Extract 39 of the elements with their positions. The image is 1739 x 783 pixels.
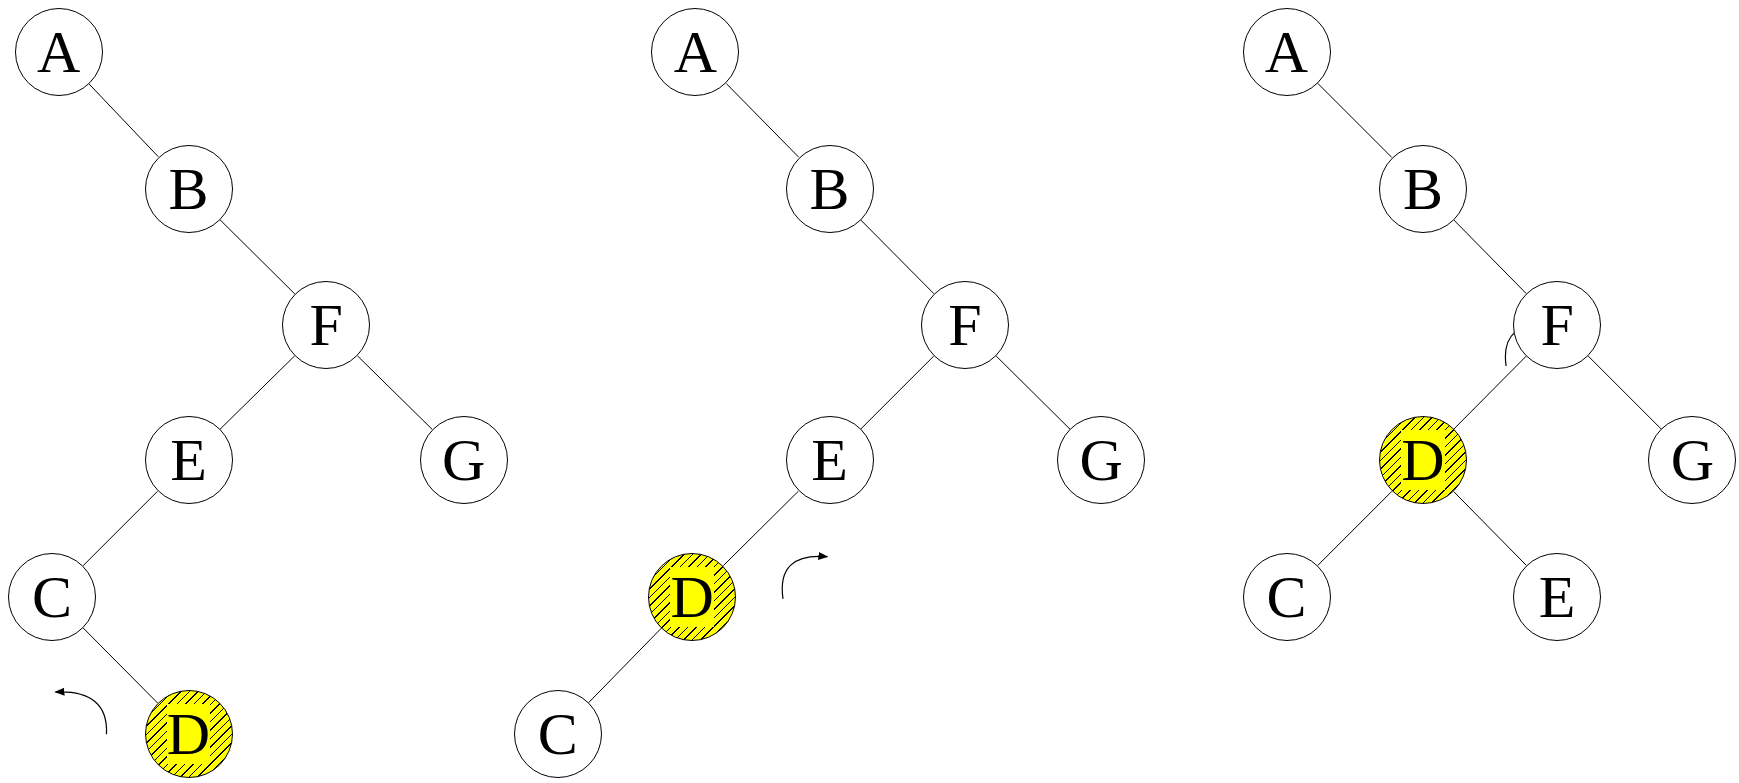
tree-edge	[82, 627, 159, 704]
tree-edge	[219, 355, 296, 430]
node-letter: D	[166, 704, 211, 765]
node-letter: G	[1079, 430, 1123, 491]
node-letter: A	[37, 22, 81, 83]
tree-edge	[219, 219, 296, 295]
node-letter: C	[1266, 566, 1307, 627]
tree-edge	[82, 490, 158, 567]
tree-edge	[588, 627, 662, 704]
node-letter: D	[1401, 430, 1445, 491]
node-letter: B	[1402, 158, 1443, 219]
tree-edge	[1453, 355, 1527, 430]
node-letter: A	[1264, 22, 1309, 83]
tree-edge	[860, 219, 935, 295]
tree-edge	[1587, 355, 1662, 430]
node-letter: F	[1540, 294, 1574, 355]
tree-edge	[725, 83, 800, 158]
tree-edge	[1453, 219, 1527, 295]
node-letter: E	[811, 430, 848, 491]
node-letter: A	[673, 22, 718, 83]
node-letter: D	[670, 566, 714, 627]
tree-edge	[1317, 82, 1393, 158]
node-letter: G	[441, 430, 486, 491]
node-letter: F	[948, 294, 982, 355]
tree-edge	[860, 355, 935, 430]
node-letter: C	[537, 704, 578, 765]
node-letter: E	[1538, 566, 1576, 627]
tree-edge	[356, 355, 433, 430]
node-letter: B	[809, 158, 850, 219]
node-letter: B	[168, 158, 209, 219]
node-letter: C	[32, 566, 73, 627]
tree-edge	[1453, 491, 1527, 566]
node-letter: G	[1670, 430, 1715, 491]
node-letter: E	[170, 430, 207, 491]
tree-edge	[995, 355, 1071, 430]
tree-edge	[1317, 490, 1393, 567]
tree-edge	[88, 83, 159, 158]
tree-edge	[722, 490, 799, 567]
node-letter: F	[309, 294, 343, 355]
